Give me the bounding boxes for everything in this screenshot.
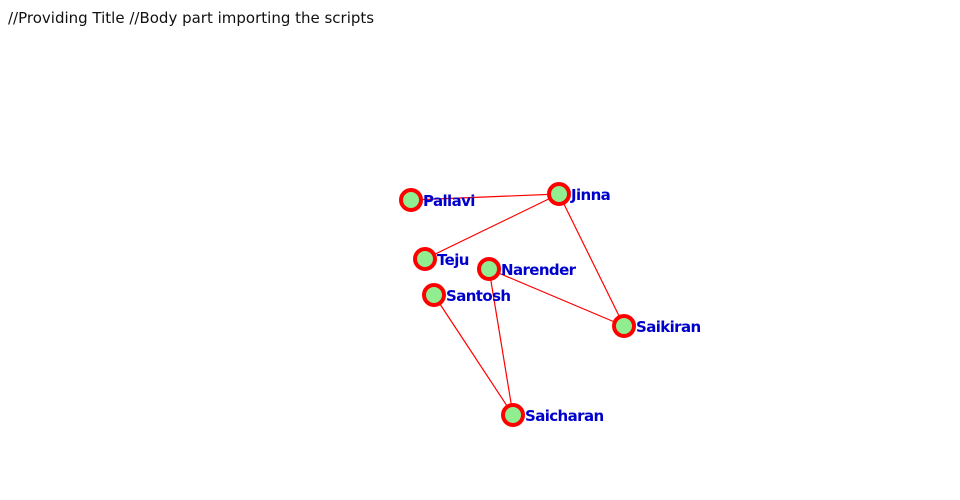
node-saicharan[interactable]: Saicharan — [501, 403, 604, 427]
node-circle[interactable] — [612, 314, 636, 338]
edge-jinna-saikiran — [558, 193, 625, 327]
node-circle[interactable] — [413, 247, 437, 271]
node-pallavi[interactable]: Pallavi — [399, 188, 475, 212]
edge-teju-jinna — [424, 193, 560, 260]
node-circle[interactable] — [422, 283, 446, 307]
node-label: Santosh — [446, 287, 511, 305]
node-jinna[interactable]: Jinna — [547, 182, 611, 206]
node-label: Saikiran — [636, 318, 701, 336]
page-header-text: //Providing Title //Body part importing … — [8, 9, 375, 27]
node-label: Jinna — [570, 186, 610, 204]
node-label: Teju — [437, 251, 469, 269]
edge-santosh-saicharan — [433, 294, 514, 416]
nodes-layer: Pallavi JinnaTejuNarenderSantoshSaikiranS… — [399, 182, 701, 427]
node-label: Narender — [501, 261, 577, 279]
node-circle[interactable] — [501, 403, 525, 427]
edges-layer — [410, 193, 625, 416]
node-teju[interactable]: Teju — [413, 247, 469, 271]
node-circle[interactable] — [547, 182, 571, 206]
node-label: Pallavi — [423, 192, 475, 210]
node-label: Saicharan — [525, 407, 604, 425]
node-santosh[interactable]: Santosh — [422, 283, 511, 307]
edge-pallavi-jinna — [410, 193, 560, 201]
node-circle[interactable] — [399, 188, 423, 212]
node-narender[interactable]: Narender — [477, 257, 577, 281]
edge-narender-saikiran — [488, 268, 625, 327]
node-saikiran[interactable]: Saikiran — [612, 314, 701, 338]
node-circle[interactable] — [477, 257, 501, 281]
edge-narender-saicharan — [488, 268, 514, 416]
